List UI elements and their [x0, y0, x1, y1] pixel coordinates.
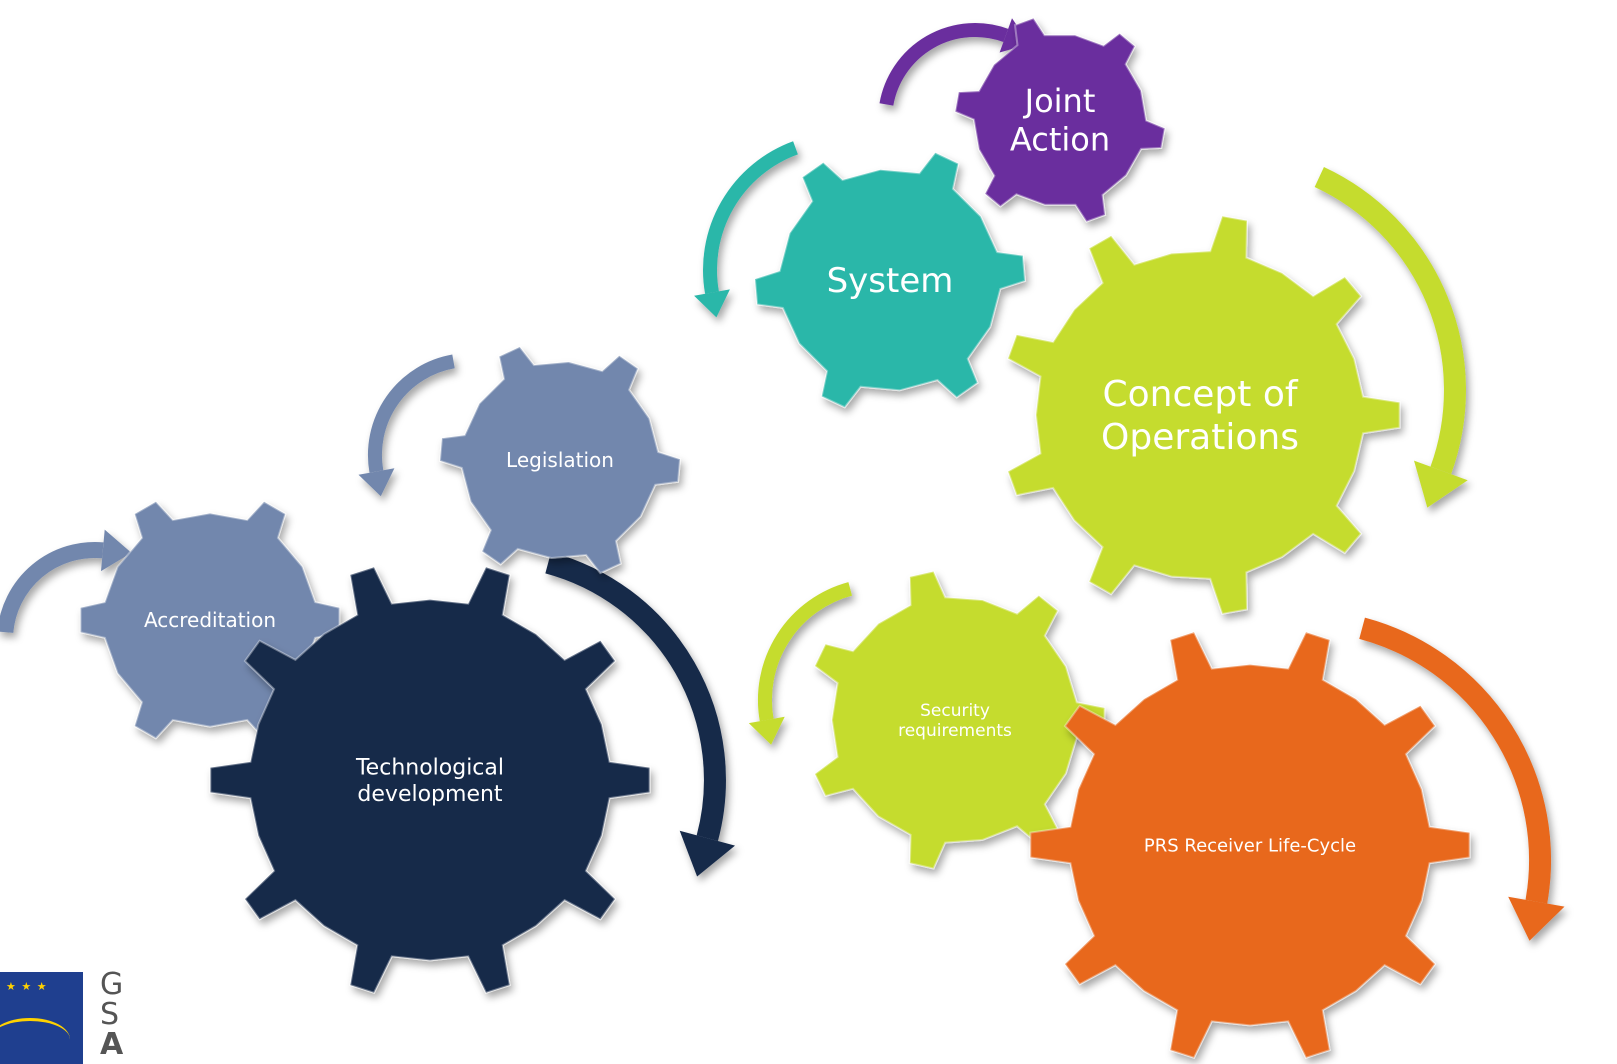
eu-flag-icon: ★ ★ ★ — [0, 972, 83, 1064]
slate-arrow-legislation — [358, 354, 455, 497]
security-requirements-gear-shape — [813, 570, 1106, 870]
system-label: System — [827, 261, 954, 301]
accreditation-label: Accreditation — [144, 608, 276, 632]
slate-arrow-accreditation — [0, 529, 132, 634]
prs-receiver-life-cycle-label: PRS Receiver Life-Cycle — [1144, 835, 1356, 856]
gear-prs-receiver-life-cycle: PRS Receiver Life-Cycle — [1029, 631, 1471, 1059]
prs-receiver-life-cycle-gear-shape — [1029, 631, 1471, 1059]
lime-arrow-large — [1314, 167, 1468, 508]
teal-arrow — [694, 141, 798, 318]
legislation-gear-shape — [438, 345, 682, 575]
gear-legislation: Legislation — [438, 345, 682, 575]
navy-arrow — [545, 552, 735, 877]
technological-development-gear-shape — [209, 566, 651, 994]
orange-arrow — [1359, 617, 1565, 941]
gear-system: System — [753, 151, 1027, 409]
system-gear-shape — [753, 151, 1027, 409]
lime-arrow-small — [748, 582, 853, 745]
legislation-label: Legislation — [506, 448, 614, 472]
joint-action-gear-shape — [954, 17, 1166, 223]
concept-of-operations-gear-shape — [1006, 215, 1401, 615]
